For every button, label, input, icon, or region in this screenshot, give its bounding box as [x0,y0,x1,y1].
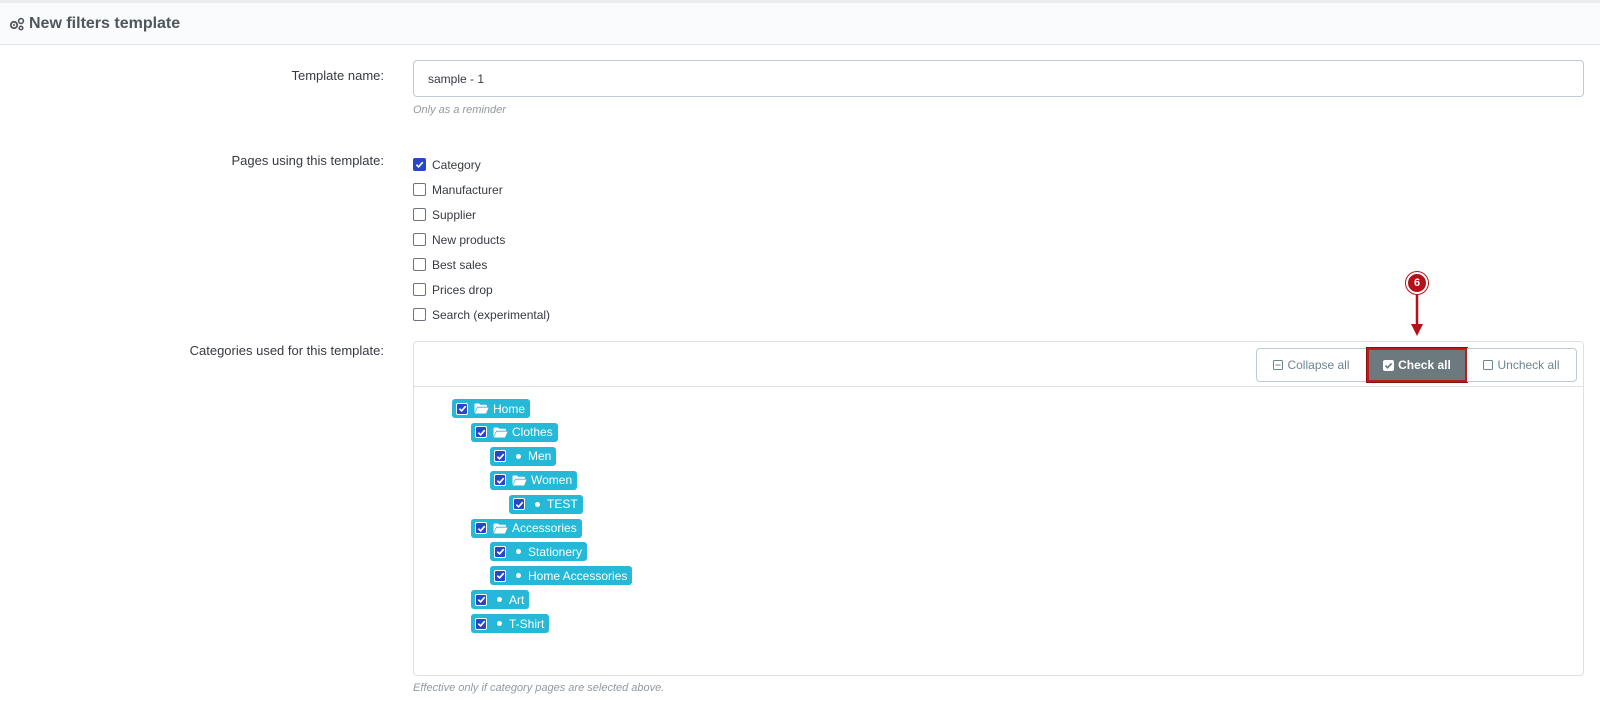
category-node[interactable]: Men [490,446,557,466]
cogs-icon [9,17,25,31]
bullet-icon [516,549,521,555]
page-title: New filters template [29,14,181,32]
uncheck-all-button[interactable]: Uncheck all [1467,348,1577,382]
category-node[interactable]: Art [471,590,530,610]
page-option-label: Supplier [432,207,477,222]
tree-toolbar: Collapse all Check all Uncheck all [414,342,1583,387]
template-name-input[interactable] [413,60,1584,97]
square-icon [1483,360,1494,370]
categories-help: Effective only if category pages are sel… [413,682,665,694]
category-checkbox[interactable] [475,617,487,630]
bullet-icon [516,573,521,579]
category-label: Art [509,592,525,607]
category-label: Stationery [528,544,583,559]
page-checkbox[interactable] [413,308,426,321]
page-option-label: Best sales [432,257,488,272]
category-checkbox[interactable] [494,474,506,487]
category-label: T-Shirt [509,616,545,631]
page-checkbox[interactable] [413,183,426,196]
category-node[interactable]: Clothes [471,422,558,442]
category-checkbox[interactable] [513,498,525,511]
category-checkbox[interactable] [475,522,487,534]
page-checkbox[interactable] [413,208,426,221]
page-option-label: Search (experimental) [432,307,551,322]
folder-open-icon [493,427,508,438]
category-node[interactable]: Home [452,399,531,418]
bullet-icon [497,621,502,627]
page-option-label: Manufacturer [432,182,503,197]
categories-label: Categories used for this template: [189,343,384,358]
category-checkbox[interactable] [475,593,487,606]
page-checkbox[interactable] [413,283,426,296]
uncheck-all-label: Uncheck all [1497,358,1560,372]
page-option[interactable]: Manufacturer [413,177,550,202]
check-all-label: Check all [1398,358,1451,372]
page-checkbox[interactable] [413,158,426,171]
top-border [0,0,1600,3]
bullet-icon [497,597,502,603]
check-all-button[interactable]: Check all [1367,348,1467,382]
folder-open-icon [512,475,527,486]
page-option[interactable]: Supplier [413,202,550,227]
bullet-icon [516,453,521,459]
category-checkbox[interactable] [475,426,487,439]
category-node[interactable]: T-Shirt [471,614,550,634]
category-node[interactable]: Home Accessories [490,566,633,586]
page-option[interactable]: Category [413,152,550,177]
category-node[interactable]: TEST [509,494,583,514]
check-square-icon [1383,359,1395,371]
category-checkbox[interactable] [494,569,506,582]
template-name-help: Only as a reminder [413,104,506,116]
page-option-label: Category [432,157,481,172]
template-name-label: Template name: [291,68,385,83]
category-node[interactable]: Accessories [471,518,582,538]
category-label: Home Accessories [528,568,628,583]
category-checkbox[interactable] [494,545,506,558]
folder-open-icon [493,523,508,534]
page-option[interactable]: Prices drop [413,277,550,302]
page-option-label: New products [432,232,506,247]
category-label: TEST [547,497,578,512]
category-label: Men [528,449,552,464]
category-label: Accessories [512,521,577,535]
category-label: Clothes [512,425,553,440]
folder-open-icon [474,403,489,414]
page-option[interactable]: Best sales [413,252,550,277]
category-node[interactable]: Women [490,470,578,490]
page-checkbox[interactable] [413,258,426,271]
bullet-icon [535,501,540,507]
pages-label: Pages using this template: [231,153,384,168]
collapse-all-label: Collapse all [1287,358,1350,372]
category-node[interactable]: Stationery [490,542,588,562]
collapse-all-button[interactable]: Collapse all [1256,348,1367,382]
page-checkbox[interactable] [413,233,426,246]
page-option[interactable]: Search (experimental) [413,302,550,327]
page-option[interactable]: New products [413,227,550,252]
panel-heading: New filters template [0,3,1600,45]
category-label: Women [531,473,573,488]
step-arrow-icon [1411,294,1423,336]
page-option-label: Prices drop [432,282,493,297]
minus-square-icon [1273,360,1284,370]
category-checkbox[interactable] [494,450,506,463]
step-badge: 6 [1406,272,1428,294]
category-label: Home [493,401,526,416]
category-checkbox[interactable] [456,402,468,415]
